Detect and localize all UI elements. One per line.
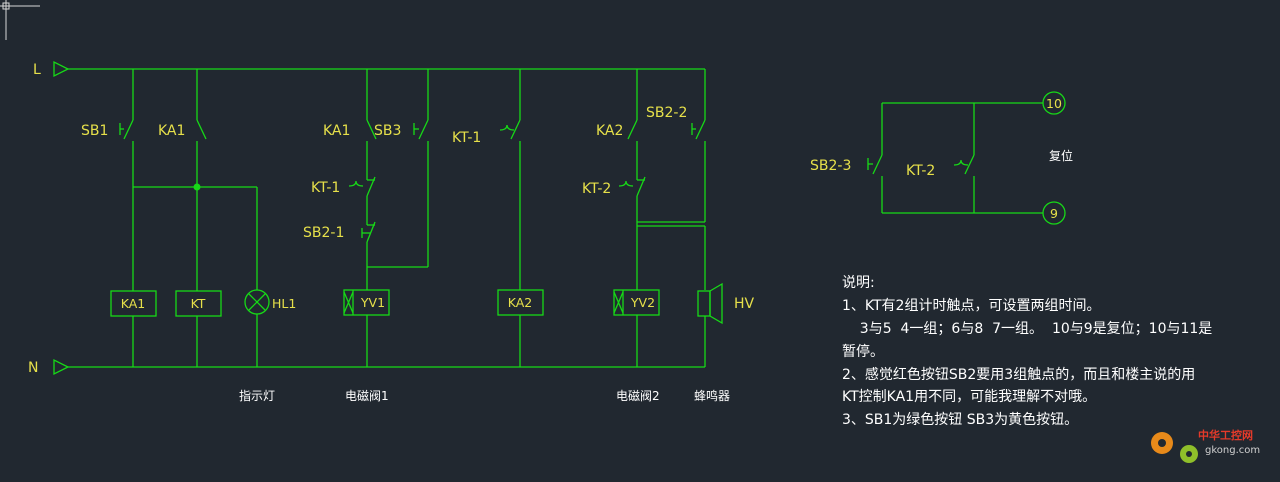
notes-title: 说明: [842, 275, 875, 291]
watermark-logo: 中华工控网 gkong.com [1151, 428, 1260, 463]
ucs-icon [0, 0, 40, 40]
contact-ka1-label: KA1 [323, 123, 350, 139]
caption-valve1: 电磁阀1 [345, 388, 389, 403]
notes-line: 2、感觉红色按钮SB2要用3组触点的，而且和楼主说的用 [842, 366, 1195, 383]
contact-kt2-label: KT-2 [582, 181, 611, 197]
contact-sb2-3-label: SB2-3 [810, 158, 851, 174]
valve-yv2 [613, 289, 660, 316]
contact-ka2-label: KA2 [596, 123, 623, 139]
branch-sb1 [119, 69, 134, 367]
caption-buzzer: 蜂鸣器 [694, 388, 730, 403]
rail-n [53, 358, 705, 376]
notes-line: KT控制KA1用不同，可能我理解不对哦。 [842, 389, 1096, 405]
lamp-hl1 [244, 289, 270, 315]
contact-kt1-nc-label: KT-1 [311, 180, 340, 196]
contact-sb3-label: SB3 [374, 123, 401, 139]
valve-yv2-label: YV2 [630, 295, 655, 310]
gear-icon [1151, 432, 1198, 463]
lamp-hl1-label: HL1 [272, 296, 296, 311]
coil-ka1 [110, 290, 157, 317]
junction-dot [193, 183, 201, 191]
coil-ka1-label: KA1 [121, 296, 145, 311]
valve-yv1-label: YV1 [360, 295, 385, 310]
contact-ka1-hold-label: KA1 [158, 123, 185, 139]
notes-line: 暂停。 [842, 343, 884, 360]
coil-kt [175, 290, 222, 317]
rail-l [53, 60, 705, 78]
contact-sb1-label: SB1 [81, 123, 108, 139]
buzzer-hv [697, 282, 723, 325]
reset-circuit [867, 91, 1066, 225]
branch-ka1-hold [196, 69, 207, 367]
rail-n-label: N [28, 360, 38, 376]
caption-valve2: 电磁阀2 [616, 388, 660, 403]
notes-line: 3与5 4一组；6与8 7一组。 10与9是复位；10与11是 [842, 320, 1212, 337]
coil-kt-label: KT [191, 296, 206, 311]
branch-yv2 [618, 69, 706, 367]
coil-ka2-label: KA2 [508, 295, 532, 310]
branch-yv1 [348, 69, 429, 367]
rail-l-label: L [33, 62, 41, 78]
notes-line: 1、KT有2组计时触点，可设置两组时间。 [842, 298, 1100, 314]
caption-indicator: 指示灯 [239, 388, 275, 403]
contact-sb2-1-label: SB2-1 [303, 225, 344, 241]
watermark-domain: gkong.com [1205, 445, 1260, 456]
notes-block: 说明: 1、KT有2组计时触点，可设置两组时间。 3与5 4一组；6与8 7一组… [842, 275, 1212, 428]
notes-line: 3、SB1为绿色按钮 SB3为黄色按钮。 [842, 411, 1078, 428]
watermark-brand: 中华工控网 [1198, 428, 1253, 442]
terminal-9-label: 9 [1050, 206, 1058, 221]
contact-kt1-no-label: KT-1 [452, 130, 481, 146]
branch-ka2 [499, 69, 521, 367]
coil-ka2 [497, 289, 544, 316]
terminal-10-label: 10 [1046, 96, 1062, 111]
buzzer-hv-label: HV [734, 296, 755, 312]
valve-yv1 [343, 289, 390, 316]
reset-label: 复位 [1049, 148, 1073, 163]
contact-kt2-reset-label: KT-2 [906, 163, 935, 179]
contact-sb2-2-label: SB2-2 [646, 105, 687, 121]
